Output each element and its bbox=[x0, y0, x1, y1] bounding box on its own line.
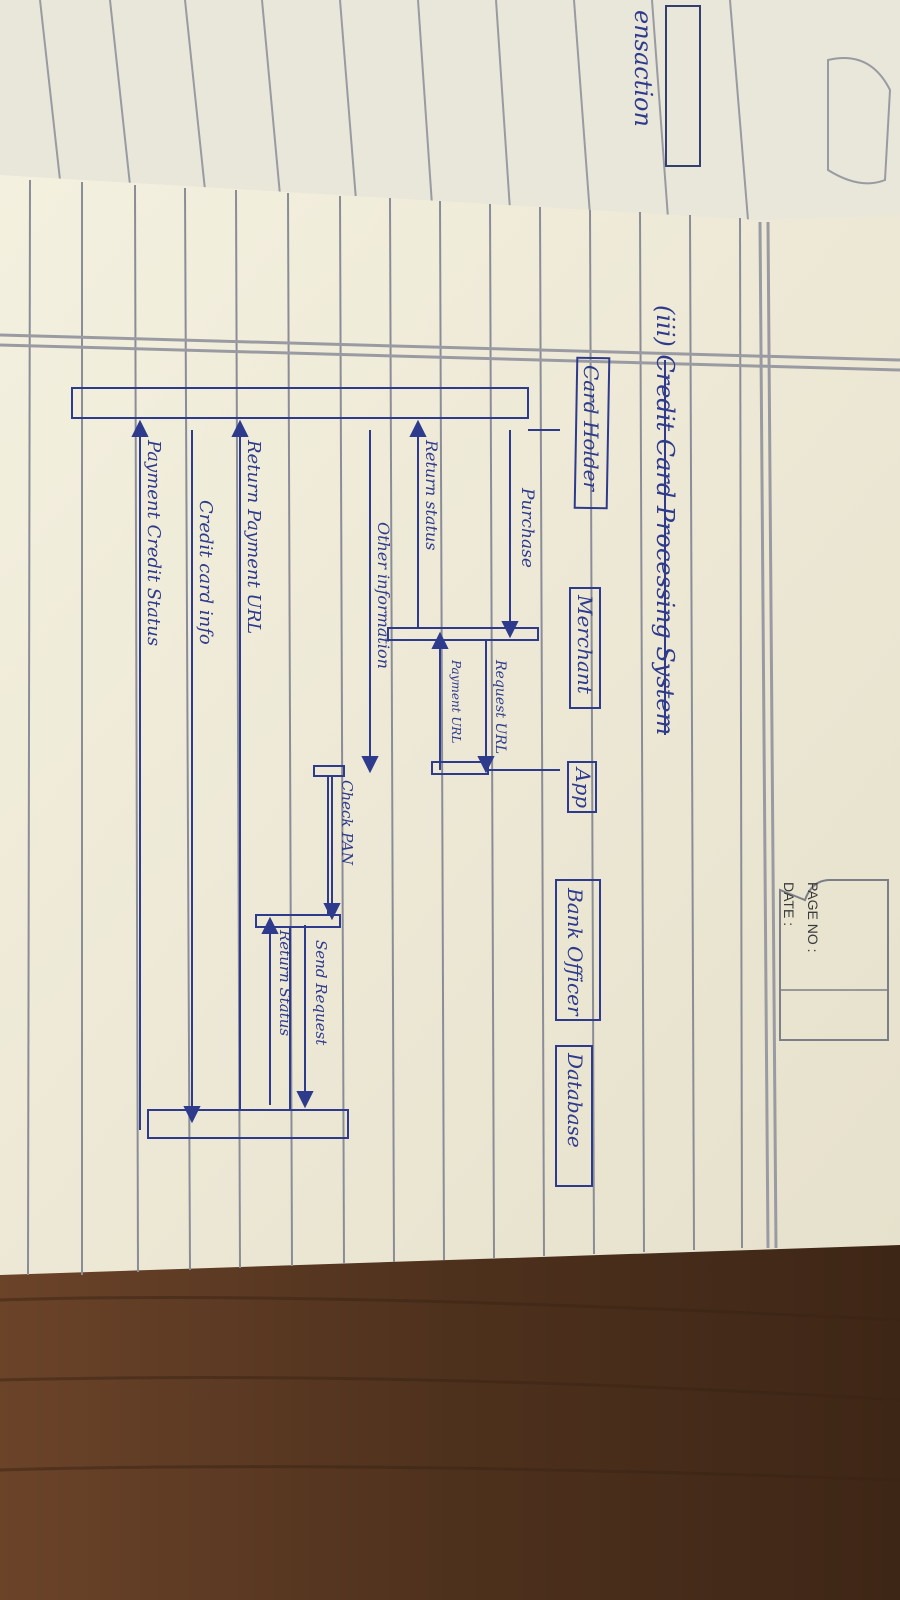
current-page bbox=[0, 175, 900, 1275]
message-label: Other information bbox=[374, 522, 393, 669]
message-label: Send Request bbox=[312, 940, 330, 1046]
participant-bank-officer: Bank Officer bbox=[555, 879, 601, 1021]
activation-database bbox=[255, 914, 341, 928]
participant-label: Merchant bbox=[573, 594, 597, 695]
previous-page-lines bbox=[39, 0, 749, 221]
lifelines bbox=[71, 387, 560, 1139]
previous-page-word-box bbox=[665, 5, 701, 167]
message-label: Return Payment URL bbox=[243, 439, 264, 634]
participant-label: Card Holder bbox=[579, 365, 603, 492]
participant-database: Database bbox=[555, 1045, 593, 1187]
sequence-diagram: (iii) Credit Card Processing System Card… bbox=[71, 305, 679, 1187]
message-label: Check PAN bbox=[338, 780, 356, 866]
wood-table bbox=[0, 1240, 900, 1600]
activation-merchant bbox=[387, 627, 539, 641]
participant-merchant: Merchant bbox=[569, 587, 601, 709]
message-label: Payment Credit Status bbox=[143, 439, 164, 646]
previous-page-label-box bbox=[827, 57, 892, 185]
wood-grain bbox=[0, 1296, 900, 1482]
message-label: Purchase bbox=[517, 487, 537, 568]
message-label: Payment URL bbox=[449, 659, 463, 743]
previous-page bbox=[0, 0, 900, 225]
date-label: DATE : bbox=[781, 882, 797, 926]
message-label: Request URL bbox=[492, 659, 508, 754]
participant-label: Database bbox=[563, 1052, 587, 1148]
message-arrows bbox=[131, 419, 519, 1130]
page-header-box bbox=[779, 879, 889, 1041]
message-label: Return Status bbox=[276, 929, 294, 1036]
ruled-lines bbox=[27, 179, 743, 1276]
message-label: Return status bbox=[422, 439, 441, 550]
participant-app: App bbox=[567, 761, 597, 813]
previous-page-word: ensaction bbox=[629, 10, 657, 127]
page-header: PAGE NO : DATE : bbox=[779, 879, 889, 1041]
activation-return bbox=[147, 1109, 349, 1139]
margin-lines bbox=[0, 221, 900, 1249]
activation-card-holder bbox=[71, 387, 529, 419]
participant-label: Bank Officer bbox=[563, 887, 587, 1017]
page-no-label: PAGE NO : bbox=[805, 882, 821, 953]
participant-card-holder: Card Holder bbox=[573, 356, 611, 510]
participant-label: App bbox=[571, 766, 595, 808]
message-label: Credit card info bbox=[195, 500, 216, 645]
